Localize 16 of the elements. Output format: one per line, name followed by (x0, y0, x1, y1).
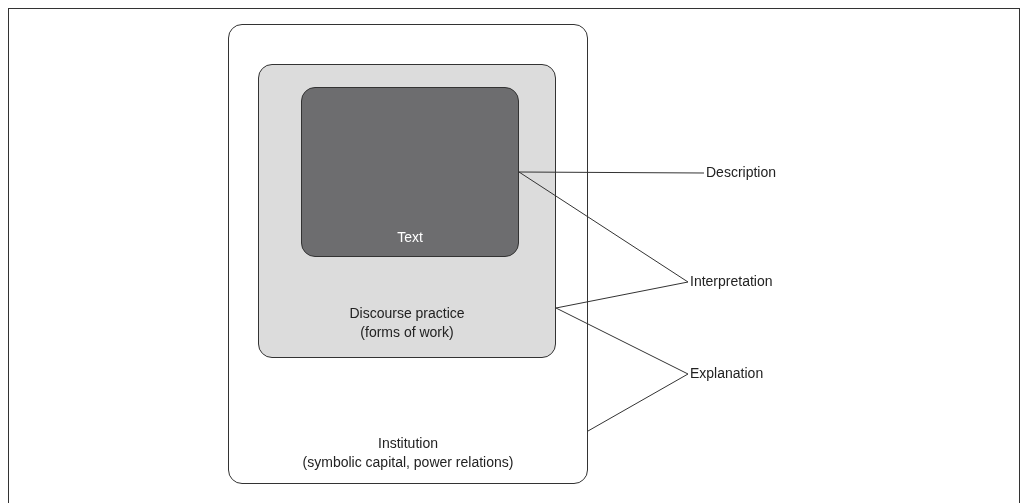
institution-box (228, 24, 588, 484)
leader-line (555, 307, 689, 375)
leader-line (555, 281, 689, 309)
box-label: (symbolic capital, power relations) (302, 453, 514, 473)
leader-line (587, 373, 689, 432)
discourse-practice-box (258, 64, 556, 358)
callout-text: Description (706, 163, 778, 182)
leader-line (518, 171, 689, 283)
leader-line (518, 171, 705, 174)
callout-text: Explanation (690, 364, 765, 383)
callout-text: Interpretation (690, 272, 774, 291)
text-box (301, 87, 519, 257)
box-label: Text (397, 228, 423, 248)
box-label: (forms of work) (360, 323, 454, 343)
box-label: Discourse practice (349, 303, 465, 323)
box-label: Institution (378, 433, 438, 453)
